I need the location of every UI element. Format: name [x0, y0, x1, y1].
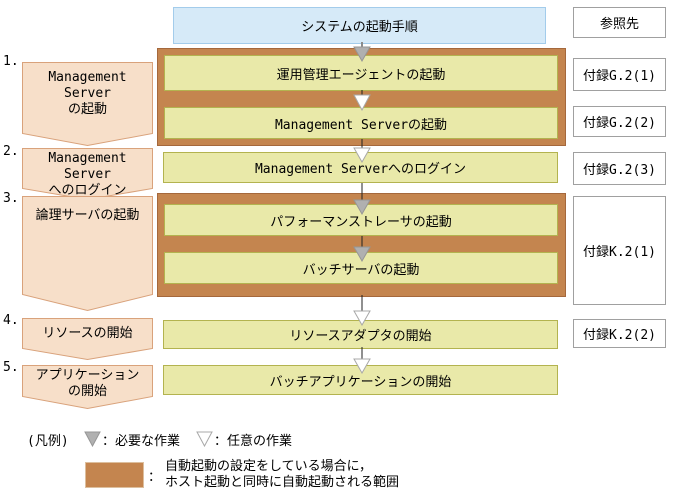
reference-box: 付録K.2(2)	[573, 319, 666, 348]
reference-box: 付録G.2(3)	[573, 152, 666, 185]
flow-box-label: パフォーマンストレーサの起動	[270, 214, 452, 230]
flow-box-resource-adapter-start: リソースアダプタの開始	[163, 320, 558, 349]
step-number: 5.	[3, 360, 19, 375]
optional-arrow-icon	[196, 431, 213, 447]
flow-box-management-server-start: Management Serverの起動	[164, 107, 558, 139]
required-arrow-icon	[84, 431, 101, 447]
reference-label: 付録G.2(3)	[583, 163, 656, 178]
flow-box-label: 運用管理エージェントの起動	[276, 67, 446, 83]
step-label: アプリケーション の開始	[35, 368, 140, 399]
legend-optional-label: ：任意の作業	[214, 434, 293, 449]
flow-box-operation-agent-start: 運用管理エージェントの起動	[164, 55, 558, 91]
arrow-required-icon	[353, 236, 371, 262]
step-number: 2.	[3, 144, 19, 159]
diagram-title-box: システムの起動手順	[173, 7, 546, 44]
legend-colon: ：	[148, 470, 162, 485]
step-label: Management Server へのログイン	[48, 151, 127, 198]
reference-label: 付録G.2(1)	[583, 69, 656, 84]
step-pentagon-resource-start	[22, 318, 153, 361]
arrow-optional-icon	[353, 295, 371, 326]
step-pentagon-logical-server-start	[22, 196, 153, 312]
reference-header-label: 参照先	[599, 17, 639, 32]
flow-box-batch-server-start: バッチサーバの起動	[164, 252, 558, 284]
step-number: 1.	[3, 54, 19, 69]
legend-auto-start-text: 自動起動の設定をしている場合に， ホスト起動と同時に自動起動される範囲	[165, 459, 400, 490]
flow-box-label: バッチサーバの起動	[302, 262, 420, 278]
reference-label: 付録K.2(1)	[583, 245, 656, 260]
legend-title: (凡例)	[27, 434, 69, 449]
arrow-optional-icon	[353, 347, 371, 374]
reference-label: 付録K.2(2)	[583, 328, 656, 343]
arrow-optional-icon	[353, 90, 371, 111]
step-pentagon-management-server-login	[22, 148, 153, 201]
reference-box: 付録G.2(1)	[573, 58, 666, 91]
step-label: リソースの開始	[42, 326, 133, 341]
flow-box-label: Management Serverの起動	[274, 117, 448, 133]
reference-label: 付録G.2(2)	[583, 116, 656, 131]
arrow-required-icon	[353, 183, 371, 215]
step-label: Management Server の起動	[48, 70, 127, 117]
reference-header-box: 参照先	[573, 7, 666, 38]
step-number: 3.	[3, 191, 19, 206]
auto-start-range-swatch	[85, 462, 144, 488]
flow-box-label: Management Serverへのログイン	[254, 162, 467, 177]
step-pentagon-management-server-start	[22, 62, 153, 147]
flow-box-label: リソースアダプタの開始	[289, 329, 432, 344]
flow-box-label: バッチアプリケーションの開始	[269, 374, 452, 390]
step-label: 論理サーバの起動	[35, 208, 140, 223]
step-pentagon-application-start	[22, 365, 153, 410]
legend-required-label: ：必要な作業	[102, 434, 181, 449]
step-number: 4.	[3, 313, 19, 328]
diagram-title: システムの起動手順	[301, 20, 418, 35]
reference-box: 付録K.2(1)	[573, 196, 666, 305]
reference-box: 付録G.2(2)	[573, 106, 666, 137]
arrow-required-icon	[353, 42, 371, 62]
arrow-optional-icon	[353, 139, 371, 163]
